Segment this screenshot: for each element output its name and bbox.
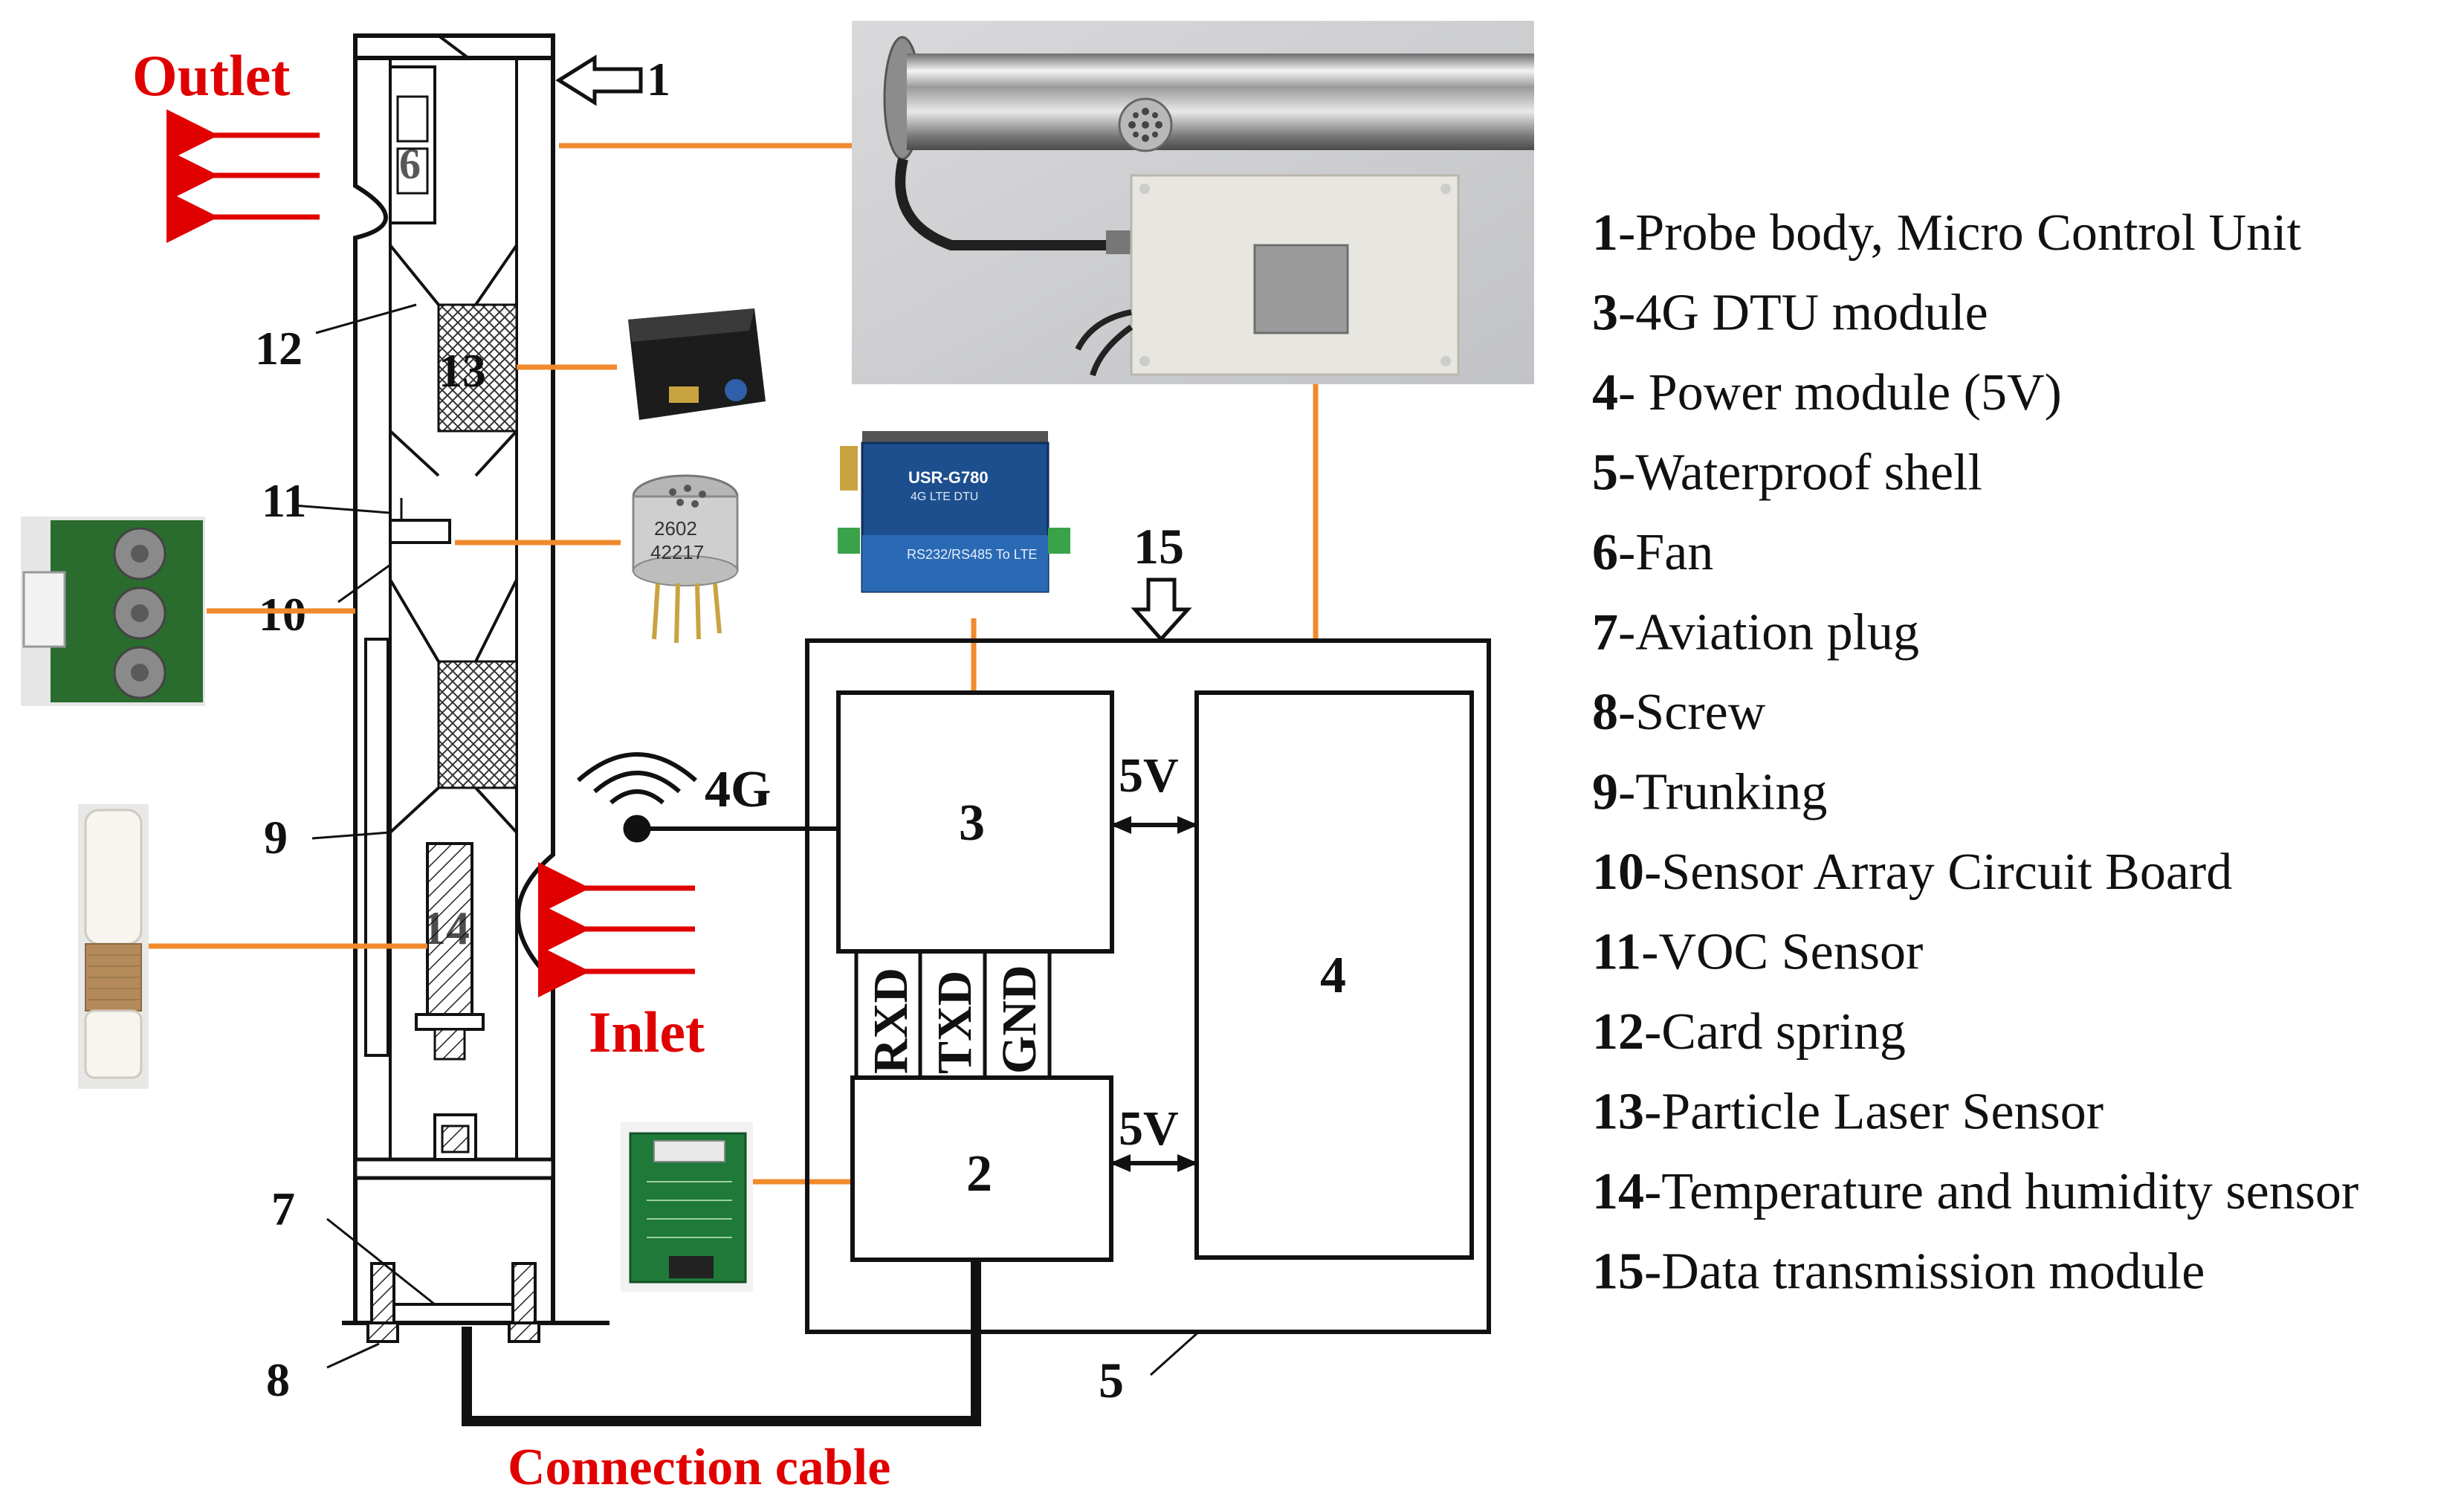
voc-code-2: 42217 bbox=[650, 541, 704, 563]
legend-item: 11-VOC Sensor bbox=[1592, 924, 1923, 981]
callout-5: 5 bbox=[1099, 1352, 1124, 1408]
callout-1: 1 bbox=[647, 53, 670, 106]
legend-text: -VOC Sensor bbox=[1641, 924, 1923, 981]
probe-pointer-arrow bbox=[555, 54, 643, 106]
block-4-label: 4 bbox=[1320, 947, 1346, 1004]
legend-number: 10 bbox=[1592, 844, 1644, 901]
probe-photo bbox=[852, 21, 1534, 384]
legend-number: 4 bbox=[1592, 364, 1618, 421]
inlet-label: Inlet bbox=[589, 1000, 705, 1064]
block-3-label: 3 bbox=[959, 795, 985, 852]
legend-number: 15 bbox=[1592, 1243, 1644, 1301]
legend-text: -Aviation plug bbox=[1618, 604, 1919, 661]
legend-number: 3 bbox=[1592, 285, 1618, 342]
legend-text: -4G DTU module bbox=[1618, 285, 1988, 342]
dtu-bottom-label: RS232/RS485 To LTE bbox=[907, 547, 1037, 562]
dtu-sub: 4G LTE DTU bbox=[911, 491, 978, 503]
legend-number: 14 bbox=[1592, 1163, 1644, 1220]
power-5v-bottom: 5V bbox=[1119, 1101, 1179, 1156]
connection-cable-label: Connection cable bbox=[508, 1439, 890, 1496]
leader-lines bbox=[293, 303, 1202, 1376]
connection-cable bbox=[462, 1260, 981, 1426]
legend-item: 12-Card spring bbox=[1592, 1003, 1906, 1061]
outlet-arrows bbox=[166, 109, 320, 243]
legend-text: -Waterproof shell bbox=[1618, 444, 1982, 502]
legend-text: -Probe body, Micro Control Unit bbox=[1618, 204, 2302, 262]
callout-7: 7 bbox=[271, 1182, 295, 1235]
dtu-photo: USR-G780 4G LTE DTU RS232/RS485 To LTE bbox=[831, 430, 1070, 617]
connector-lines bbox=[149, 143, 1319, 1185]
callout-10: 10 bbox=[259, 588, 306, 641]
legend-item: 5-Waterproof shell bbox=[1592, 444, 1982, 502]
callout-11: 11 bbox=[262, 474, 306, 527]
txd-label: TXD bbox=[928, 971, 982, 1074]
signal-4g-label: 4G bbox=[705, 761, 771, 818]
legend-text: - Power module (5V) bbox=[1618, 364, 2062, 421]
callout-15: 15 bbox=[1134, 518, 1184, 575]
legend-text: -Temperature and humidity sensor bbox=[1644, 1163, 2358, 1220]
legend-item: 15-Data transmission module bbox=[1592, 1243, 2205, 1301]
legend-number: 12 bbox=[1592, 1003, 1644, 1061]
legend-item: 14-Temperature and humidity sensor bbox=[1592, 1163, 2358, 1220]
legend-text: -Sensor Array Circuit Board bbox=[1644, 844, 2232, 901]
legend-item: 4- Power module (5V) bbox=[1592, 364, 2062, 421]
callout-6: 6 bbox=[399, 140, 421, 188]
legend-text: -Fan bbox=[1618, 524, 1713, 581]
legend-item: 13-Particle Laser Sensor bbox=[1592, 1084, 2104, 1141]
interface-board-photo bbox=[621, 1122, 753, 1292]
voc-sensor-photo: 2602 42217 bbox=[621, 474, 751, 647]
legend-text: -Screw bbox=[1618, 684, 1766, 741]
power-5v-top: 5V bbox=[1119, 748, 1179, 803]
legend-item: 8-Screw bbox=[1592, 684, 1766, 741]
dtu-model: USR-G780 bbox=[908, 468, 989, 487]
rxd-label: RXD bbox=[864, 968, 918, 1074]
sensor-array-photo bbox=[21, 517, 205, 706]
legend-number: 13 bbox=[1592, 1084, 1644, 1141]
legend-text: -Particle Laser Sensor bbox=[1644, 1084, 2104, 1141]
temp-humidity-photo bbox=[78, 804, 149, 1089]
particle-sensor-photo bbox=[617, 303, 773, 428]
legend-item: 10-Sensor Array Circuit Board bbox=[1592, 844, 2232, 901]
gnd-label: GND bbox=[992, 965, 1047, 1074]
legend-item: 3-4G DTU module bbox=[1592, 285, 1988, 342]
legend-text: -Card spring bbox=[1644, 1003, 1906, 1061]
legend-text: -Data transmission module bbox=[1644, 1243, 2205, 1301]
outlet-label: Outlet bbox=[132, 43, 290, 108]
inlet-arrows bbox=[538, 862, 695, 997]
legend-number: 6 bbox=[1592, 524, 1618, 581]
legend-number: 7 bbox=[1592, 604, 1618, 661]
callout-9: 9 bbox=[264, 811, 288, 864]
callout-14: 14 bbox=[422, 902, 470, 954]
callout-13: 13 bbox=[439, 344, 486, 397]
callout-12: 12 bbox=[255, 322, 303, 375]
callout-8: 8 bbox=[266, 1353, 290, 1406]
voc-code-1: 2602 bbox=[654, 517, 697, 540]
block-2-label: 2 bbox=[966, 1145, 992, 1203]
probe-body bbox=[342, 33, 609, 1343]
legend-number: 8 bbox=[1592, 684, 1618, 741]
data-transmission-module bbox=[577, 577, 1491, 1334]
legend-text: -Trunking bbox=[1618, 764, 1827, 821]
legend-number: 1 bbox=[1592, 204, 1618, 262]
legend-number: 11 bbox=[1592, 924, 1641, 981]
legend-item: 6-Fan bbox=[1592, 524, 1713, 581]
legend-number: 5 bbox=[1592, 444, 1618, 502]
legend-item: 9-Trunking bbox=[1592, 764, 1827, 821]
legend-number: 9 bbox=[1592, 764, 1618, 821]
legend-item: 1-Probe body, Micro Control Unit bbox=[1592, 204, 2302, 262]
legend-item: 7-Aviation plug bbox=[1592, 604, 1919, 661]
